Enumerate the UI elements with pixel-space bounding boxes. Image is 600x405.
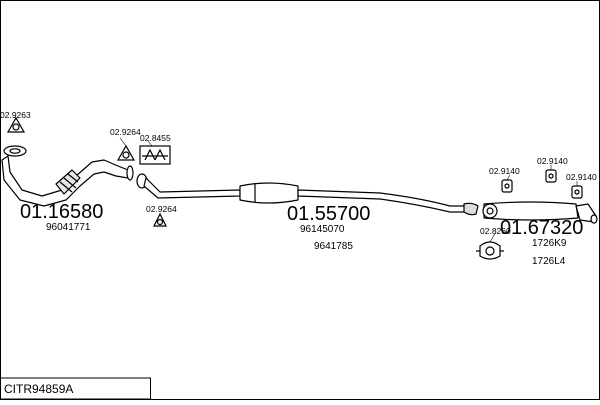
middle-silencer-illustration xyxy=(136,173,479,216)
diagram-code: CITR94859A xyxy=(4,382,73,396)
gasket-front-icon xyxy=(6,116,26,133)
front-pipe-oem-number: 96041771 xyxy=(46,222,91,233)
clamp-kit-icon xyxy=(139,145,171,165)
hanger-3-icon xyxy=(571,185,583,199)
gasket-front-label: 02.9263 xyxy=(0,110,31,120)
middle-silencer-part-number: 01.55700 xyxy=(287,203,370,225)
rear-silencer-oem-1: 1726K9 xyxy=(532,238,567,249)
hanger-2-icon xyxy=(545,169,557,183)
gasket-flange-label: 02.9264 xyxy=(110,127,141,137)
rear-silencer-oem-2: 1726L4 xyxy=(532,256,566,267)
middle-silencer-oem-1: 96145070 xyxy=(300,224,345,235)
gasket-flange-lower-icon xyxy=(153,212,167,227)
middle-silencer-oem-2: 9641785 xyxy=(314,241,353,252)
hanger-1-icon xyxy=(501,179,513,193)
gasket-flange-lower-label: 02.9264 xyxy=(146,204,177,214)
rear-silencer-illustration xyxy=(482,201,598,224)
rear-mount-icon xyxy=(476,241,504,260)
gasket-flange-icon xyxy=(116,144,136,161)
clamp-kit-label: 02.8455 xyxy=(140,133,171,143)
hanger-2-label: 02.9140 xyxy=(537,156,568,166)
leader-lines xyxy=(13,117,578,243)
front-pipe-illustration xyxy=(1,145,134,207)
rear-silencer-part-number: 01.67320 xyxy=(500,217,583,239)
hanger-1-label: 02.9140 xyxy=(489,166,520,176)
rear-mount-label: 02.8260 xyxy=(480,226,511,236)
front-pipe-part-number: 01.16580 xyxy=(20,201,103,223)
hanger-3-label: 02.9140 xyxy=(566,172,597,182)
diagram-code-box xyxy=(0,377,151,400)
